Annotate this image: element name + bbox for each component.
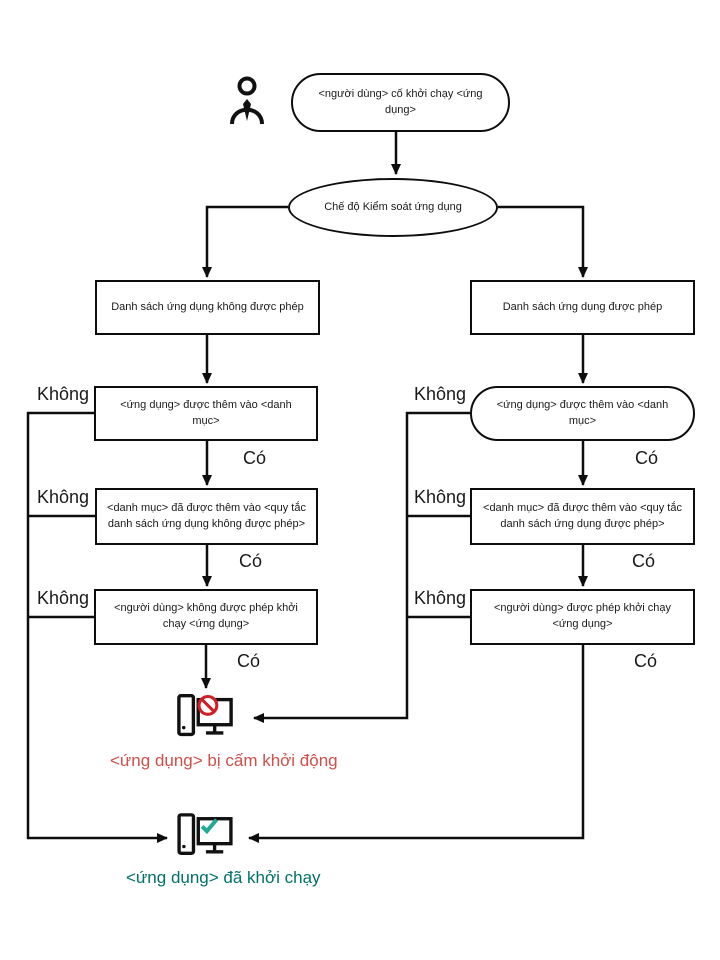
denylist-step1-node: <ứng dụng> được thêm vào <danh mục>: [94, 386, 318, 441]
allowlist-step1-label: <ứng dụng> được thêm vào <danh mục>: [496, 398, 669, 427]
no-label: Không: [37, 384, 90, 404]
allowlist-header-label: Danh sách ứng dụng được phép: [502, 300, 663, 313]
yes-label: Có: [635, 448, 659, 468]
yes-label: Có: [237, 651, 261, 671]
denylist-header-node: Danh sách ứng dụng không được phép: [95, 280, 320, 335]
connector-denylist-no-to-started: [26, 411, 168, 843]
started-computer-icon: [176, 812, 234, 860]
yes-label: Có: [634, 651, 658, 671]
start-node-label: <người dùng> cố khởi chạy <ứng dụng>: [318, 87, 483, 116]
control-mode-label: Chế độ Kiểm soát ứng dụng: [324, 200, 462, 213]
allowlist-step3-node: <người dùng> được phép khởi chạy <ứng dụ…: [470, 589, 695, 645]
no-label: Không: [414, 588, 467, 608]
denylist-step2-node: <danh mục> đã được thêm vào <quy tắc dan…: [95, 488, 318, 545]
allowlist-step1-node: <ứng dụng> được thêm vào <danh mục>: [470, 386, 695, 441]
denylist-step1-label: <ứng dụng> được thêm vào <danh mục>: [120, 398, 292, 427]
started-caption: <ứng dụng> đã khởi chạy: [126, 868, 321, 887]
connector-mode-to-denylist: [202, 205, 288, 278]
allowlist-step2-node: <danh mục> đã được thêm vào <quy tắc dan…: [470, 488, 695, 545]
allowlist-step2-label: <danh mục> đã được thêm vào <quy tắc dan…: [483, 501, 682, 530]
no-label: Không: [414, 384, 467, 404]
blocked-caption: <ứng dụng> bị cấm khởi động: [110, 751, 338, 770]
user-icon: [228, 76, 266, 126]
connector-mode-to-allowlist: [498, 205, 588, 278]
denylist-step2-label: <danh mục> đã được thêm vào <quy tắc dan…: [107, 501, 306, 530]
connector-allowlist-to-started: [248, 645, 585, 843]
denylist-header-label: Danh sách ứng dụng không được phép: [111, 300, 304, 313]
yes-label: Có: [239, 551, 263, 571]
control-mode-node: Chế độ Kiểm soát ứng dụng: [288, 178, 498, 237]
allowlist-step3-label: <người dùng> được phép khởi chạy <ứng dụ…: [493, 602, 672, 630]
yes-label: Có: [243, 448, 267, 468]
no-label: Không: [414, 487, 467, 507]
blocked-computer-icon: [176, 692, 234, 742]
allowlist-header-node: Danh sách ứng dụng được phép: [470, 280, 695, 335]
no-label: Không: [37, 487, 90, 507]
denylist-step3-node: <người dùng> không được phép khởi chạy <…: [94, 589, 318, 645]
connector-allowlist-no-to-blocked: [253, 411, 470, 723]
yes-label: Có: [632, 551, 656, 571]
start-node: <người dùng> cố khởi chạy <ứng dụng>: [291, 73, 510, 132]
denylist-step3-label: <người dùng> không được phép khởi chạy <…: [114, 602, 298, 630]
no-label: Không: [37, 588, 90, 608]
